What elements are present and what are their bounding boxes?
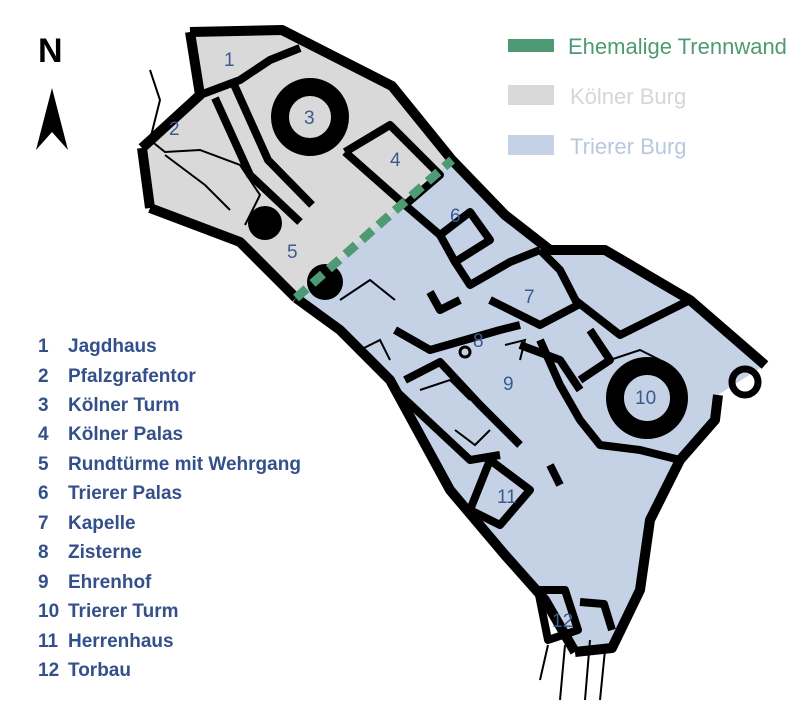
legend-label-koelner: Kölner Burg xyxy=(570,84,686,109)
map-label-5: 5 xyxy=(287,242,298,263)
map-label-11: 11 xyxy=(497,487,517,508)
map-label-3: 3 xyxy=(304,108,315,129)
map-label-8: 8 xyxy=(473,331,484,352)
north-letter: N xyxy=(38,32,63,70)
detail-lines xyxy=(148,69,661,701)
rundturm-upper xyxy=(248,206,282,240)
map-label-1: 1 xyxy=(224,50,235,71)
map-label-2: 2 xyxy=(169,119,180,140)
map-label-10: 10 xyxy=(635,388,656,409)
zisterne-mark xyxy=(458,345,472,359)
map-label-4: 4 xyxy=(390,150,401,171)
legend-swatch-trennwand xyxy=(508,39,554,52)
koelner-turm-tower xyxy=(271,78,349,156)
map-label-6: 6 xyxy=(450,206,461,227)
map-label-9: 9 xyxy=(503,374,514,395)
legend-label-trierer: Trierer Burg xyxy=(570,134,687,159)
north-arrow-icon xyxy=(36,88,68,150)
corner-tower-small xyxy=(728,365,762,399)
map-label-12: 12 xyxy=(552,611,573,632)
outer-walls xyxy=(137,25,769,657)
rundturm-lower xyxy=(307,264,343,300)
legend-label-trennwand: Ehemalige Trennwand xyxy=(568,34,787,59)
trennwand-line xyxy=(293,156,455,302)
trierer-turm-tower xyxy=(606,357,688,439)
legend-swatch-trierer xyxy=(508,135,554,155)
legend-swatch-koelner xyxy=(508,85,554,105)
map-label-7: 7 xyxy=(524,287,535,308)
